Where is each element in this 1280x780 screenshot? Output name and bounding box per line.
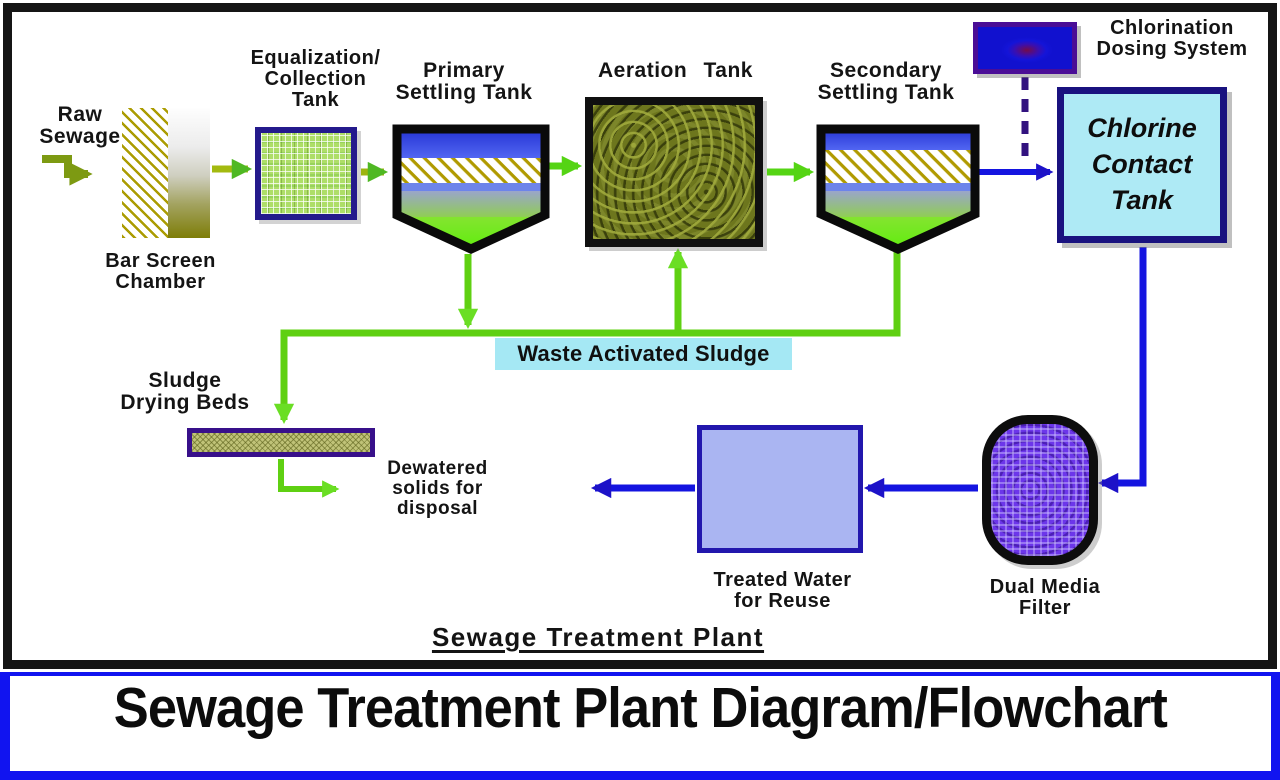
flow-bed-outlet (278, 459, 340, 498)
primary-layer-scum (397, 158, 545, 183)
secondary-layer-mixed (821, 191, 975, 217)
chlorine-contact-tank: Chlorine Contact Tank (1057, 87, 1227, 243)
secondary-settling-tank (816, 124, 980, 254)
primary-layer-interface (397, 183, 545, 191)
primary-settling-tank (392, 124, 550, 254)
primary-settling-tank-label: Primary Settling Tank (395, 59, 533, 105)
bar-screen-chamber-channel (168, 108, 210, 238)
equalization-tank-label: Equalization/ Collection Tank (250, 47, 381, 112)
secondary-settling-tank-outline (816, 124, 980, 254)
aeration-tank-label: Aeration Tank (598, 59, 753, 82)
raw-sewage-label: Raw Sewage (39, 103, 121, 149)
chlorination-dosing-label: Chlorination Dosing System (1096, 17, 1248, 61)
secondary-layer-scum (821, 150, 975, 183)
title-banner: Sewage Treatment Plant Diagram/Flowchart (0, 672, 1280, 780)
chlorination-dosing-system (973, 22, 1077, 74)
dual-media-filter-label: Dual Media Filter (989, 576, 1101, 620)
treated-water-box (697, 425, 863, 553)
primary-settling-tank-outline (392, 124, 550, 254)
bar-screen-chamber-label: Bar Screen Chamber (105, 250, 216, 294)
dewatered-solids-label: Dewatered solids for disposal (387, 458, 488, 520)
flow-lines-layer (42, 77, 1147, 499)
primary-layer-mixed (397, 191, 545, 217)
diagram-caption: Sewage Treatment Plant (431, 622, 765, 652)
dual-media-filter (982, 415, 1098, 565)
aeration-tank (585, 97, 763, 247)
secondary-settling-tank-label: Secondary Settling Tank (817, 59, 955, 105)
sludge-drying-beds-label: Sludge Drying Beds (120, 369, 250, 415)
sludge-drying-beds (187, 428, 375, 457)
page-title: Sewage Treatment Plant Diagram/Flowchart (113, 676, 1168, 740)
treated-water-label: Treated Water for Reuse (713, 569, 852, 613)
secondary-layer-water (821, 129, 975, 150)
waste-activated-sludge-label: Waste Activated Sludge (495, 338, 792, 370)
flow-raw-sewage-arrow (42, 155, 93, 186)
primary-layer-water (397, 129, 545, 158)
chlorine-contact-tank-label: Chlorine Contact Tank (1087, 113, 1197, 215)
secondary-layer-interface (821, 183, 975, 191)
bar-screen-chamber-screen (122, 108, 168, 238)
flow-sludge-main-line (273, 251, 901, 425)
flow-chlorine-to-filter (1097, 247, 1147, 494)
equalization-collection-tank (255, 127, 357, 220)
